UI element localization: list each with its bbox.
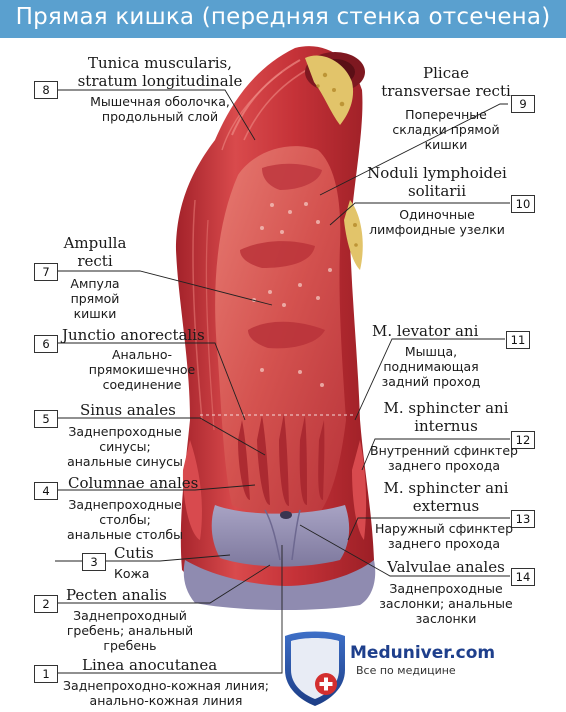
label-2-russian-1: Заднепроходный	[73, 608, 187, 623]
label-11-russian-1: Мышца,	[404, 344, 458, 359]
label-7-russian-3: кишки	[73, 306, 117, 321]
label-3-latin-1: Cutis	[114, 544, 154, 562]
label-1-latin-1: Linea anocutanea	[82, 656, 218, 674]
label-12-number: 12	[511, 431, 535, 449]
label-10-latin-2: solitarii	[407, 182, 467, 200]
label-9-latin-1: Plicae	[423, 64, 469, 82]
label-2-number: 2	[34, 595, 58, 613]
label-11-russian-3: задний проход	[381, 374, 481, 389]
label-2-russian-3: гребень	[103, 638, 157, 653]
label-5-latin-1: Sinus anales	[80, 401, 176, 419]
pecten-analis	[211, 505, 350, 567]
label-7-russian-1: Ампула	[70, 276, 120, 291]
label-9-number: 9	[511, 95, 535, 113]
label-7-latin-1: Ampulla	[63, 234, 127, 252]
label-4-russian-3: анальные столбы	[67, 527, 183, 542]
label-11-latin-1: M. levator ani	[372, 322, 479, 340]
label-3-russian-1: Кожа	[114, 566, 150, 581]
label-6-latin-1: Junctio anorectalis	[62, 326, 205, 344]
title-bar	[0, 0, 566, 38]
label-7-number: 7	[34, 263, 58, 281]
label-12-latin-1: M. sphincter ani	[383, 399, 509, 417]
page-title: Прямая кишка (передняя стенка отсечена)	[15, 4, 551, 30]
brand-name: Meduniver.com	[350, 643, 496, 663]
label-7-latin-2: recti	[77, 252, 113, 270]
cutis	[183, 560, 376, 611]
label-9-russian-3: кишки	[424, 137, 468, 152]
label-10-latin-1: Noduli lymphoidei	[367, 164, 507, 182]
label-11-russian-2: поднимающая	[383, 359, 479, 374]
label-12-russian-2: заднего прохода	[387, 458, 501, 473]
brand-tagline: Все по медицине	[356, 664, 456, 677]
label-8-russian-2: продольный слой	[101, 109, 219, 124]
label-13-russian-2: заднего прохода	[387, 536, 501, 551]
label-10-russian-2: лимфоидные узелки	[369, 222, 505, 237]
label-8-number: 8	[34, 81, 58, 99]
label-3-number: 3	[82, 553, 106, 571]
label-12-latin-2: internus	[414, 417, 478, 435]
label-2-russian-2: гребень; анальный	[66, 623, 194, 638]
label-8-russian-1: Мышечная оболочка,	[90, 94, 230, 109]
label-5-russian-2: синусы;	[99, 439, 151, 454]
label-4-russian-1: Заднепроходные	[68, 497, 182, 512]
label-13-russian-1: Наружный сфинктер	[374, 521, 514, 536]
label-8-latin-2: stratum longitudinale	[77, 72, 243, 90]
fat-tissue-side	[344, 200, 363, 270]
label-11-number: 11	[506, 331, 530, 349]
label-1-number: 1	[34, 665, 58, 683]
label-2-latin-1: Pecten analis	[66, 586, 167, 604]
label-6-russian-3: соединение	[102, 377, 182, 392]
meduniver-logo	[285, 631, 345, 706]
label-10-russian-1: Одиночные	[399, 207, 475, 222]
label-6-russian-1: Анально-	[111, 347, 173, 362]
label-14-russian-2: заслонки; анальные	[379, 596, 513, 611]
label-4-latin-1: Columnae anales	[68, 474, 199, 492]
label-14-russian-1: Заднепроходные	[389, 581, 503, 596]
label-6-russian-2: прямокишечное	[88, 362, 196, 377]
label-1-russian-2: анально-кожная линия	[89, 693, 243, 708]
label-6-number: 6	[34, 335, 58, 353]
label-14-latin-1: Valvulae anales	[387, 558, 505, 576]
label-8-latin-1: Tunica muscularis,	[87, 54, 233, 72]
label-13-latin-1: M. sphincter ani	[383, 479, 509, 497]
plica-transversa	[262, 163, 322, 190]
label-5-russian-1: Заднепроходные	[68, 424, 182, 439]
label-14-number: 14	[511, 568, 535, 586]
label-13-latin-2: externus	[412, 497, 480, 515]
label-1-russian-1: Заднепроходно-кожная линия;	[63, 678, 269, 693]
label-7-russian-2: прямой	[70, 291, 120, 306]
label-13-number: 13	[511, 510, 535, 528]
label-14-russian-3: заслонки	[415, 611, 477, 626]
label-9-latin-2: transversae recti	[381, 82, 511, 100]
label-4-russian-2: столбы;	[99, 512, 151, 527]
label-5-number: 5	[34, 410, 58, 428]
fat-tissue-top	[305, 55, 354, 125]
label-9-russian-2: складки прямой	[392, 122, 500, 137]
label-4-number: 4	[34, 482, 58, 500]
label-9-russian-1: Поперечные	[405, 107, 487, 122]
label-5-russian-3: анальные синусы	[67, 454, 183, 469]
label-12-russian-1: Внутренний сфинктер	[370, 443, 518, 458]
label-10-number: 10	[511, 195, 535, 213]
